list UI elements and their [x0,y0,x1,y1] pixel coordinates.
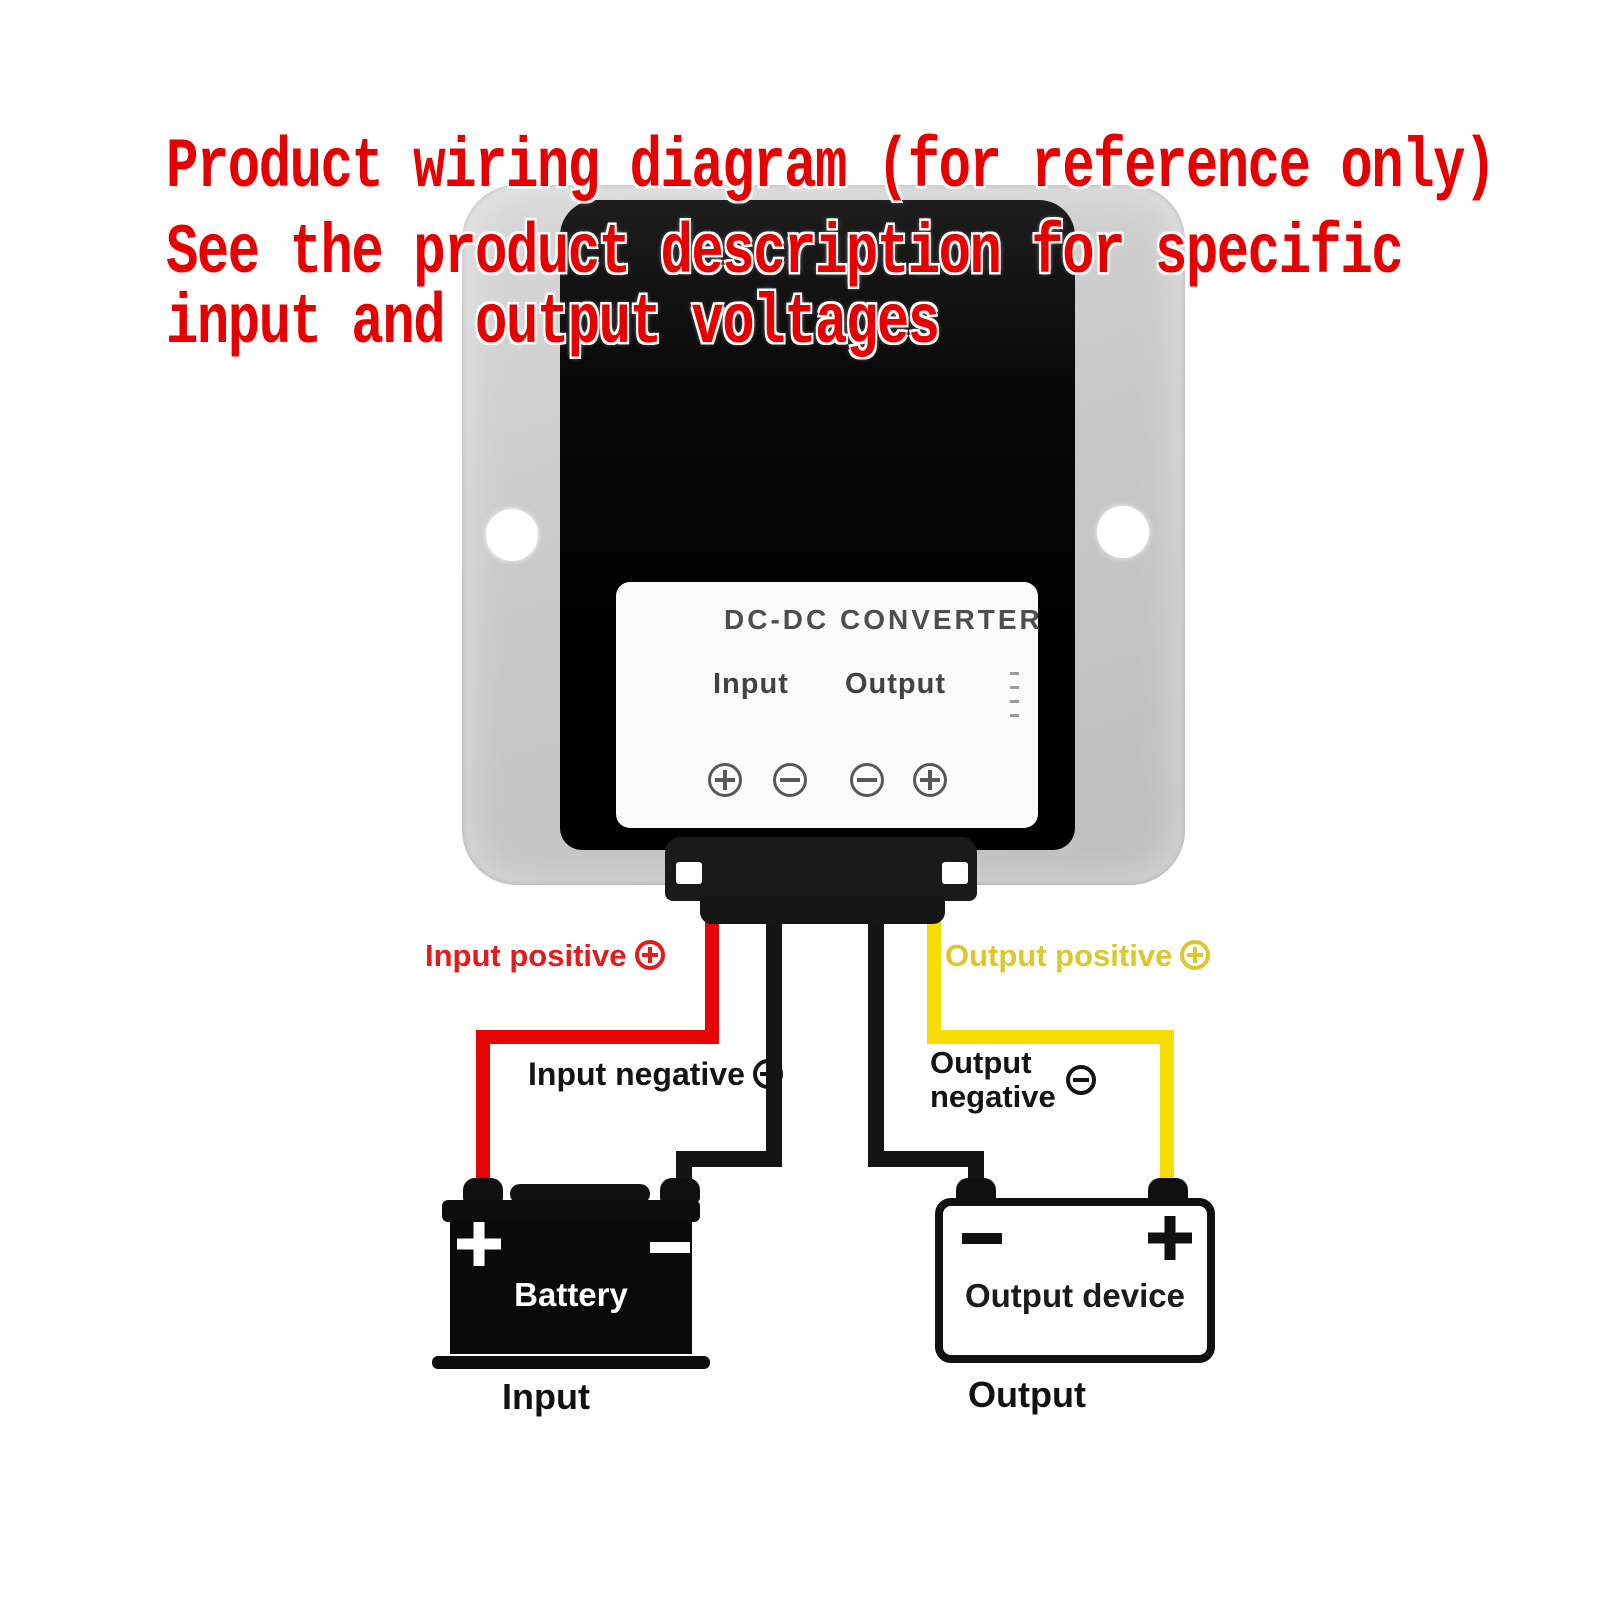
connector-notch-right [942,862,968,884]
circle-plus-icon [1180,940,1211,970]
input-caption: Input [502,1376,590,1417]
output-positive-text: Output positive [945,938,1173,973]
terminal-input-negative-icon [773,763,807,797]
minus-icon [650,1242,690,1253]
cable-connector [665,837,977,901]
wire-output-positive-segment [927,910,941,1044]
wire-input-negative-segment [676,1151,782,1167]
wire-input-positive-segment [705,910,719,1044]
wire-output-positive-segment [927,1030,1174,1044]
output-negative-annotation: Output negative [930,1046,1096,1114]
mounting-hole-right [1097,506,1149,558]
fine-print-marks [1010,672,1019,726]
output-negative-text: Output negative [930,1045,1056,1114]
mounting-hole-left [486,509,538,561]
output-caption: Output [968,1374,1086,1415]
terminal-output-positive-icon [913,763,947,797]
wire-output-negative-segment [868,910,884,1167]
wire-output-positive-segment [1160,1030,1174,1190]
battery-lid [442,1200,700,1222]
battery-positive-terminal [463,1178,503,1202]
circle-plus-icon [634,940,665,970]
title-line-2: See the product description for specific [166,214,1404,295]
battery-lid-strip [510,1184,650,1204]
input-negative-text: Input negative [528,1056,745,1092]
converter-output-label: Output [845,668,947,700]
wire-input-negative-segment [766,910,782,1167]
terminal-input-positive-icon [708,763,742,797]
cable-connector-lip [700,896,945,924]
input-positive-text: Input positive [425,938,627,973]
connector-notch-left [676,862,702,884]
circle-minus-icon [1065,1065,1096,1095]
plus-icon [1148,1216,1192,1260]
battery-negative-terminal [660,1178,700,1202]
wire-output-negative-segment [868,1151,984,1167]
wire-input-positive-segment [476,1030,719,1044]
plus-icon [457,1222,501,1266]
terminal-output-negative-icon [850,763,884,797]
minus-icon [962,1233,1002,1244]
input-positive-annotation: Input positive [425,938,665,974]
converter-input-label: Input [713,668,789,700]
converter-label-title: DC-DC CONVERTER [724,604,1043,635]
battery-label: Battery [514,1276,628,1313]
output-device-label: Output device [964,1277,1186,1314]
output-positive-annotation: Output positive [945,938,1211,974]
title-line-3: input and output voltages [166,284,940,365]
circle-minus-icon [752,1059,783,1089]
title-line-1: Product wiring diagram (for reference on… [166,128,1496,209]
battery-base-line [432,1356,710,1369]
wire-input-positive-segment [476,1030,490,1190]
input-negative-annotation: Input negative [528,1056,783,1093]
converter-label: DC-DC CONVERTER Input Output [616,582,1040,828]
